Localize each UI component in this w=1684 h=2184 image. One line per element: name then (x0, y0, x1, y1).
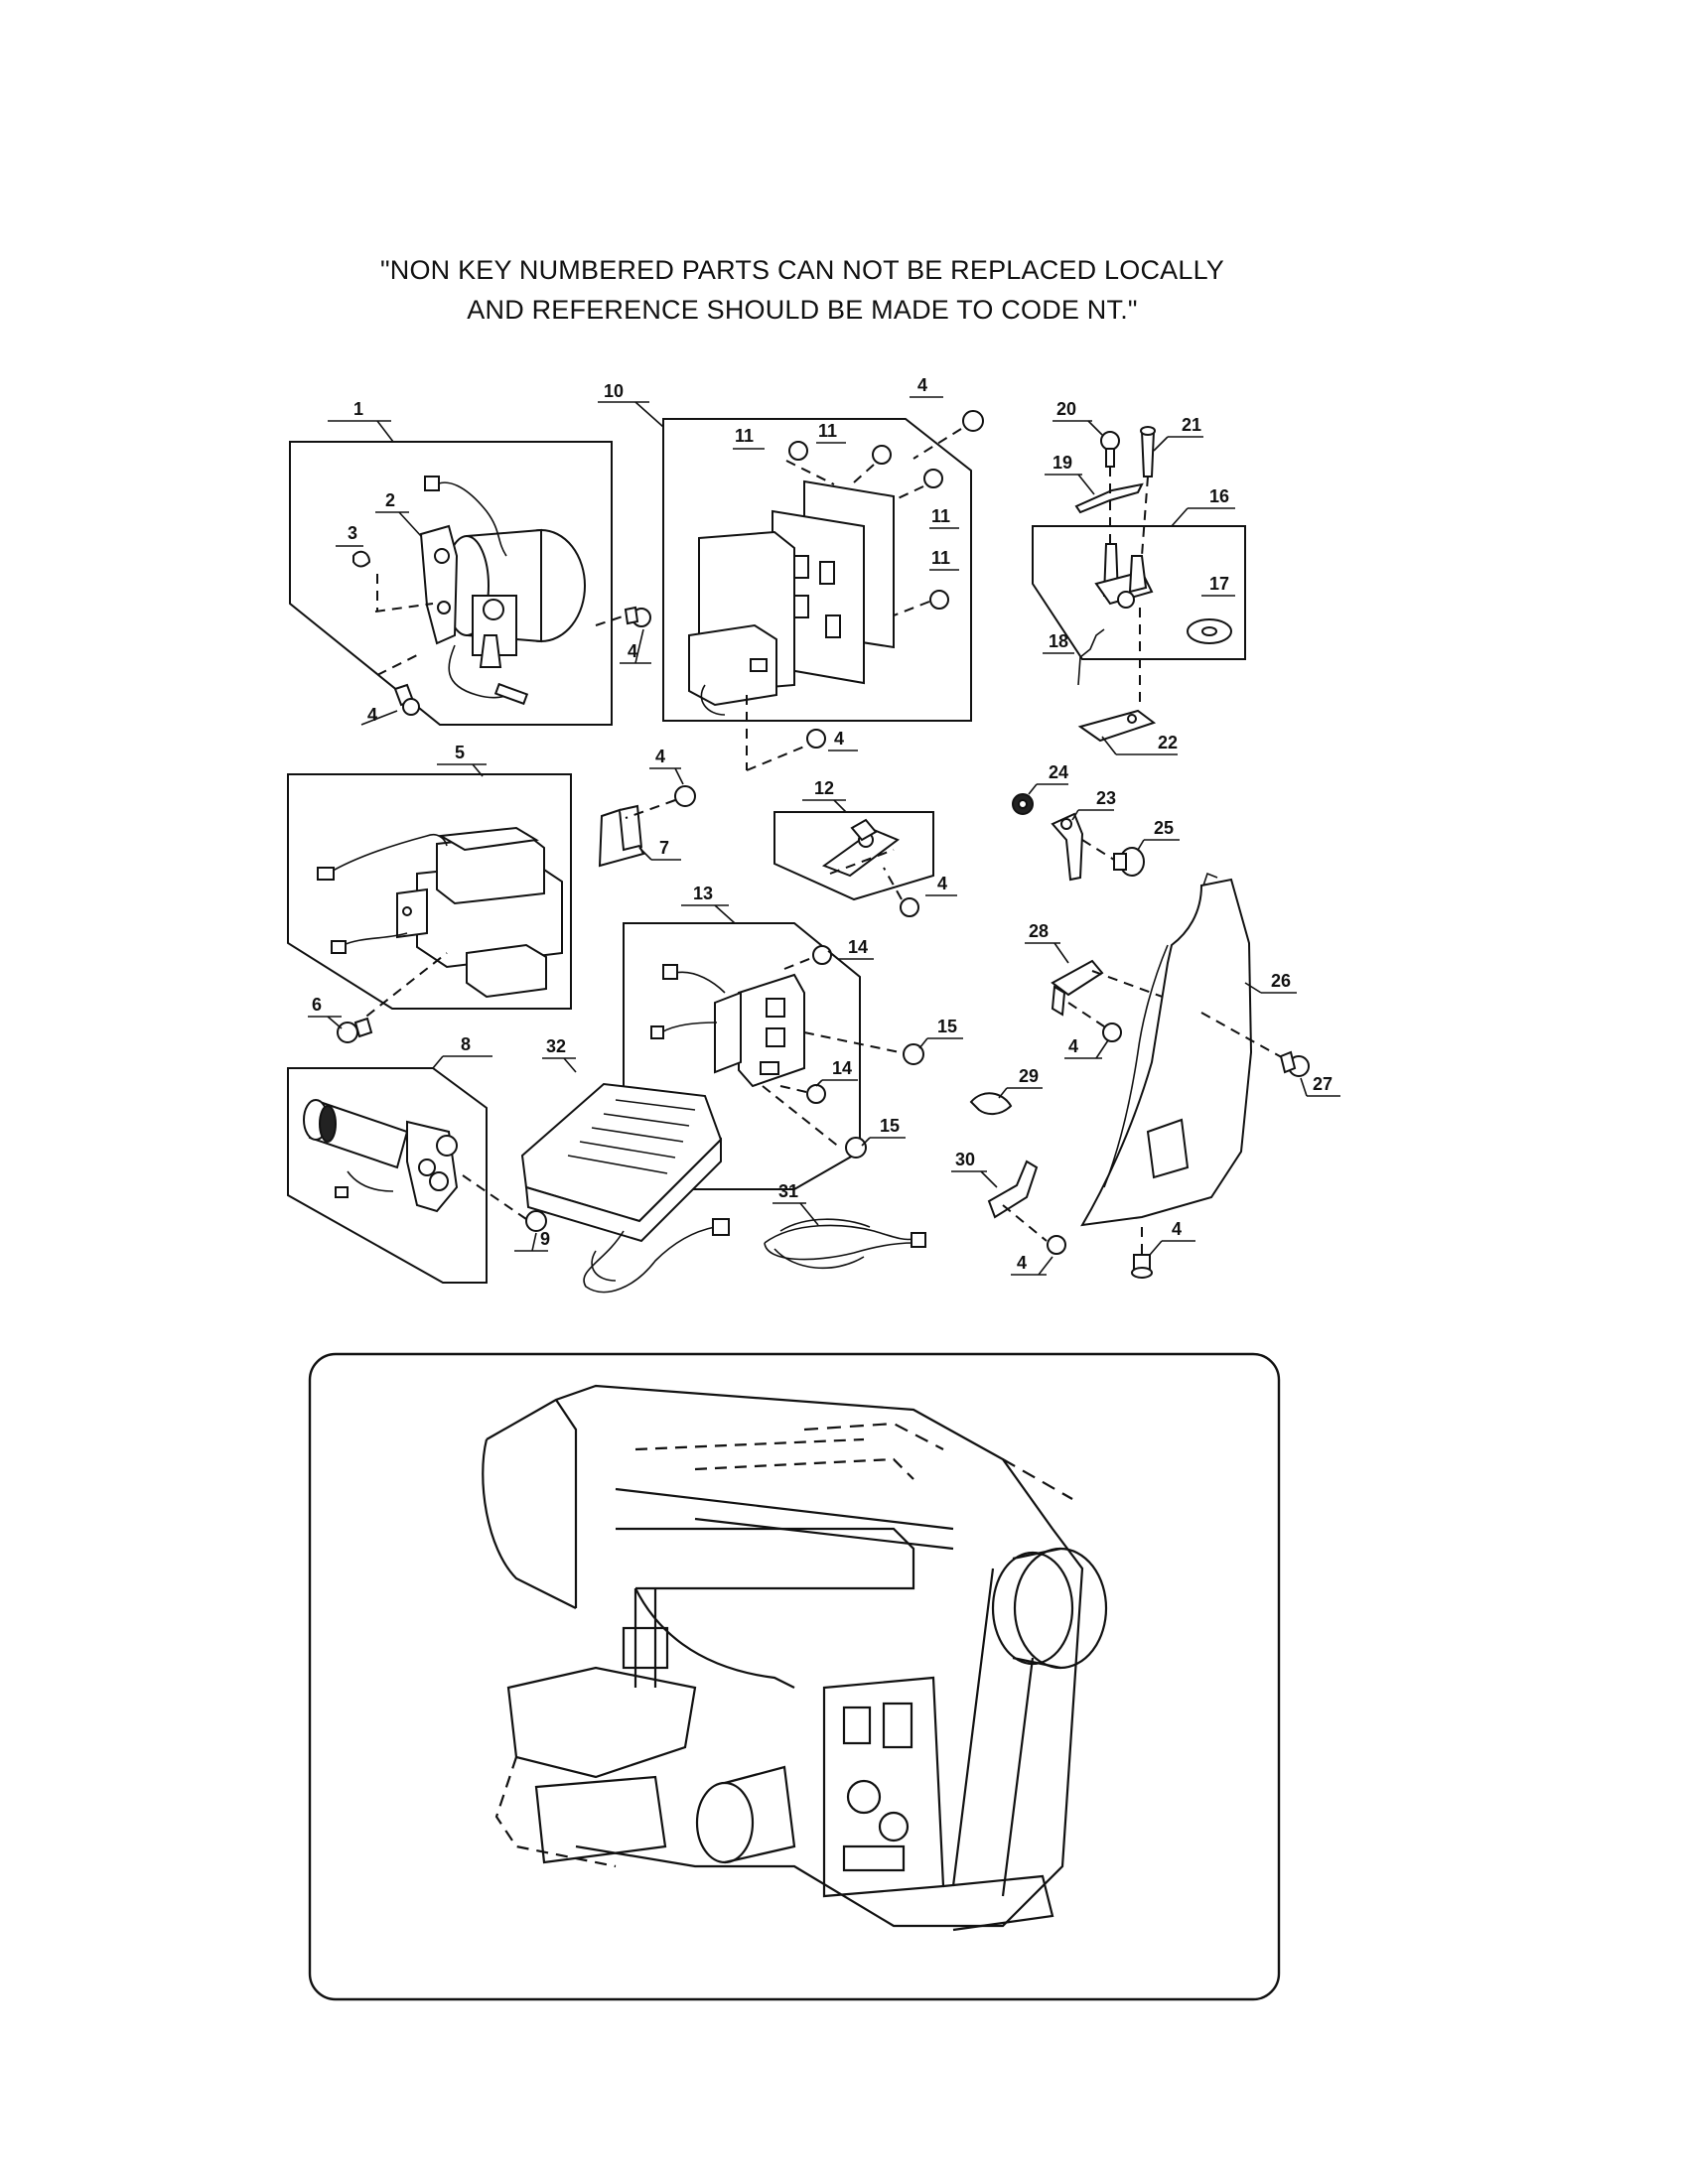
callout-11-a: 11 (735, 426, 754, 446)
callout-5: 5 (455, 743, 465, 762)
assembly-12-plate: 12 4 (773, 778, 957, 917)
part-26-cover: 26 27 4 (1080, 872, 1340, 1279)
callout-1: 1 (353, 399, 363, 419)
callout-14-a: 14 (848, 937, 868, 957)
machine-overview-panel (308, 1352, 1281, 2001)
parts-28-29-30: 28 4 29 30 4 (951, 921, 1169, 1276)
callout-27: 27 (1313, 1074, 1333, 1094)
callout-4-g: 4 (1068, 1036, 1078, 1056)
callout-9: 9 (540, 1229, 550, 1249)
replacement-notice: "NON KEY NUMBERED PARTS CAN NOT BE REPLA… (0, 250, 1605, 330)
callout-31: 31 (778, 1181, 798, 1201)
assembly-10-circuit-board: 10 11 11 11 11 4 (598, 375, 984, 771)
callout-4-e: 4 (655, 747, 665, 766)
callout-29: 29 (1019, 1066, 1039, 1086)
callout-4-h: 4 (1017, 1253, 1027, 1273)
callout-17: 17 (1209, 574, 1229, 594)
callout-20: 20 (1056, 399, 1076, 419)
callout-28: 28 (1029, 921, 1049, 941)
callout-8: 8 (461, 1034, 471, 1054)
callout-19: 19 (1052, 453, 1072, 473)
callout-25: 25 (1154, 818, 1174, 838)
callout-6: 6 (312, 995, 322, 1015)
callout-15-b: 15 (880, 1116, 900, 1136)
callout-18: 18 (1049, 631, 1068, 651)
part-7-bracket: 7 4 (598, 747, 696, 868)
assembly-5-transformer: 5 6 (287, 743, 572, 1043)
callout-4-i: 4 (1172, 1219, 1182, 1239)
callout-4-a: 4 (367, 705, 377, 725)
assembly-8-motor: 8 9 (287, 1034, 550, 1284)
callout-2: 2 (385, 490, 395, 510)
callout-14-b: 14 (832, 1058, 852, 1078)
callout-11-b: 11 (818, 421, 837, 441)
assembly-1-motor-bracket: 1 2 3 4 (289, 399, 651, 726)
callout-23: 23 (1096, 788, 1116, 808)
assembly-13-switch: 13 14 15 14 15 (623, 884, 963, 1190)
callout-24: 24 (1049, 762, 1068, 782)
callout-32: 32 (546, 1036, 566, 1056)
callout-4-d: 4 (834, 729, 844, 749)
callout-15-a: 15 (937, 1017, 957, 1036)
part-31-power-cord: 31 (764, 1181, 926, 1270)
callout-4-c: 4 (917, 375, 927, 395)
callout-4-b: 4 (628, 641, 637, 661)
callout-11-d: 11 (931, 548, 950, 568)
callout-3: 3 (348, 523, 357, 543)
callout-16: 16 (1209, 486, 1229, 506)
callout-13: 13 (693, 884, 713, 903)
callout-11-c: 11 (931, 506, 950, 526)
assembly-16-thread-guide: 16 17 18 19 20 21 (1032, 399, 1246, 755)
callout-30: 30 (955, 1150, 975, 1169)
callout-12: 12 (814, 778, 834, 798)
callout-22: 22 (1158, 733, 1178, 752)
notice-line-1: "NON KEY NUMBERED PARTS CAN NOT BE REPLA… (379, 255, 1224, 285)
notice-line-2: AND REFERENCE SHOULD BE MADE TO CODE NT.… (467, 295, 1138, 325)
callout-10: 10 (604, 381, 624, 401)
part-32-foot-controller: 32 (520, 1036, 730, 1294)
parts-23-24-25: 24 23 25 (1012, 762, 1180, 882)
callout-26: 26 (1271, 971, 1291, 991)
callout-4-f: 4 (937, 874, 947, 893)
callout-7: 7 (659, 838, 669, 858)
callout-21: 21 (1182, 415, 1201, 435)
